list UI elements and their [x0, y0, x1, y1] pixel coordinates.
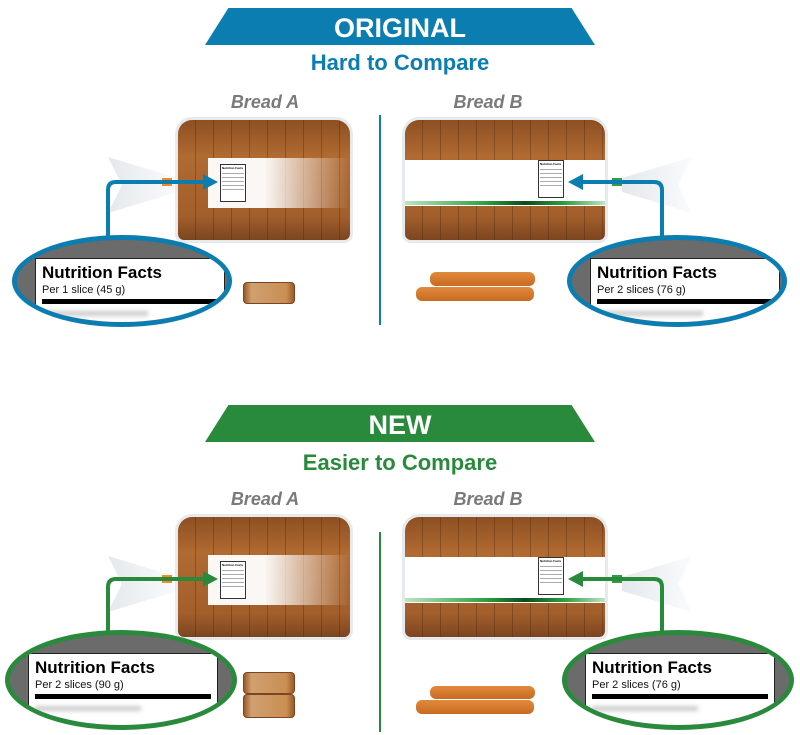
bread-a-nutrition-zoom: Nutrition Facts Per 2 slices (90 g): [5, 630, 237, 730]
arrowhead-icon: [568, 571, 583, 587]
mini-nutrition-label: Nutrition Facts: [220, 164, 246, 202]
bread-b-nutrition-zoom: Nutrition Facts Per 2 slices (76 g): [567, 235, 787, 327]
divider: [379, 115, 381, 325]
mini-nutrition-label: Nutrition Facts: [538, 160, 564, 198]
bread-a-slice: [243, 282, 295, 304]
arrow-to-bread-b-label: [580, 180, 664, 240]
bread-b-loaf: Nutrition Facts: [405, 517, 605, 637]
bread-b-slice: [416, 287, 534, 301]
arrowhead-icon: [203, 571, 218, 587]
arrows: [106, 174, 664, 240]
new-panel: NEW Easier to Compare Bread A Bread B Nu…: [0, 397, 800, 735]
bread-a-slice: [243, 694, 295, 718]
bread-b-slice: [430, 686, 535, 699]
bread-a-loaf: Nutrition Facts: [178, 120, 350, 240]
bread-a-label: Bread A: [230, 489, 300, 509]
bread-b-label: Bread B: [453, 489, 523, 509]
bread-a-loaf: Nutrition Facts: [178, 517, 350, 637]
bread-a-nutrition-zoom: Nutrition Facts Per 1 slice (45 g): [12, 235, 232, 327]
arrow-to-bread-b-label: [580, 577, 664, 635]
nutrition-facts-title: Nutrition Facts: [592, 658, 712, 677]
bread-a-label: Bread A: [230, 92, 300, 112]
bread-b-slice: [430, 272, 535, 286]
bread-b-nutrition-zoom: Nutrition Facts Per 2 slices (76 g): [562, 630, 794, 730]
original-banner: ORIGINAL: [205, 8, 595, 45]
nutrition-facts-title: Nutrition Facts: [597, 263, 717, 282]
divider: [379, 532, 381, 732]
new-banner: NEW: [205, 405, 595, 442]
mini-nutrition-label: Nutrition Facts: [538, 557, 564, 595]
bread-a-slice: [243, 672, 295, 694]
bread-b-label: Bread B: [453, 92, 523, 112]
serving-size: Per 1 slice (45 g): [42, 284, 126, 296]
serving-size: Per 2 slices (76 g): [592, 679, 681, 691]
arrowhead-icon: [568, 174, 583, 190]
nutrition-facts-title: Nutrition Facts: [42, 263, 162, 282]
arrow-to-bread-a-label: [106, 180, 205, 240]
bread-b-loaf: Nutrition Facts: [405, 120, 605, 240]
new-subtitle: Easier to Compare: [302, 450, 498, 475]
arrows: [106, 571, 664, 635]
original-panel: ORIGINAL Hard to Compare Bread A Bread B…: [12, 8, 787, 327]
nutrition-facts-title: Nutrition Facts: [35, 658, 155, 677]
arrow-to-bread-a-label: [106, 577, 205, 635]
serving-size: Per 2 slices (76 g): [597, 284, 686, 296]
serving-size: Per 2 slices (90 g): [35, 679, 124, 691]
mini-nutrition-label: Nutrition Facts: [220, 561, 246, 599]
arrowhead-icon: [203, 174, 218, 190]
original-subtitle: Hard to Compare: [310, 50, 490, 75]
bread-b-slice: [416, 700, 534, 714]
